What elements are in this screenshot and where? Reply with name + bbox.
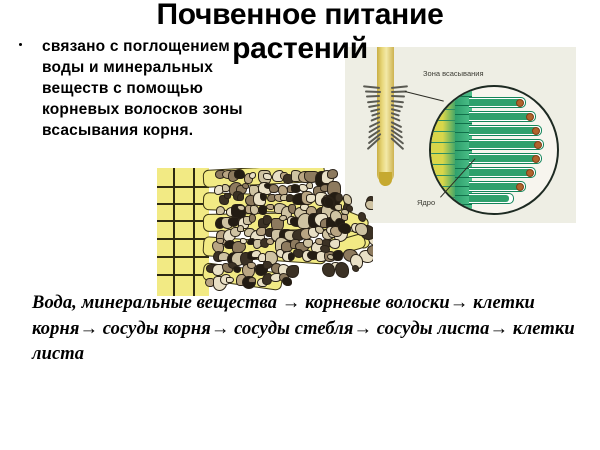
root-hair-nucleus xyxy=(534,140,542,149)
bullet-text: связано с поглощением воды и минеральных… xyxy=(42,38,243,139)
soil-particle xyxy=(306,182,314,189)
soil-particle xyxy=(226,276,234,284)
cortex-cell-border xyxy=(157,220,209,222)
soil-particle xyxy=(335,262,349,278)
bullet-marker-icon xyxy=(19,43,22,46)
soil-particle xyxy=(249,171,257,179)
soil-particle xyxy=(247,276,256,284)
soil-particle xyxy=(285,264,300,278)
cortex-layer xyxy=(431,87,457,213)
root-hair-cell xyxy=(469,139,544,150)
soil-particle xyxy=(287,252,295,261)
page-title: Почвенное питание растений xyxy=(0,0,600,66)
bullet-paragraph: связано с поглощением воды и минеральных… xyxy=(14,36,264,141)
soil-particle xyxy=(215,205,226,215)
cortex-cell-border xyxy=(173,168,175,296)
soil-particle xyxy=(326,169,339,180)
root-hair-nucleus xyxy=(532,126,540,135)
soil-particle xyxy=(255,226,266,237)
soil-particle xyxy=(329,239,341,250)
soil-particle xyxy=(216,237,225,244)
soil-particle xyxy=(237,225,245,232)
soil-particle xyxy=(320,244,330,253)
cortex-cell-border xyxy=(157,203,209,205)
root-hair-cell xyxy=(469,97,526,108)
soil-particle xyxy=(321,263,335,278)
root-hair-lumen xyxy=(469,113,531,120)
soil-particle xyxy=(282,277,292,286)
root-hair-cell xyxy=(469,125,542,136)
soil-particle xyxy=(263,172,272,181)
root-hair-cell xyxy=(469,167,536,178)
label-absorption-zone: Зона всасывания xyxy=(423,69,484,78)
root-hair-fan-right xyxy=(390,85,419,151)
soil-particle xyxy=(265,237,274,246)
root-hair-cell xyxy=(469,193,514,204)
soil-particle xyxy=(266,204,274,211)
root-body xyxy=(377,47,394,183)
cortex-cell-border xyxy=(193,168,195,296)
soil-particle xyxy=(323,196,335,209)
root-cap xyxy=(379,172,392,186)
root-hair-lumen xyxy=(469,141,539,148)
root-hair-cell xyxy=(469,111,536,122)
soil-particle xyxy=(357,212,367,222)
root-hair-nucleus xyxy=(526,168,534,177)
root-hair-lumen xyxy=(469,99,521,106)
label-nucleus: Ядро xyxy=(417,198,436,207)
root-hair-nucleus xyxy=(516,182,524,191)
cortex-cell-border xyxy=(157,186,209,188)
root-cortex-cells xyxy=(157,168,209,296)
transport-chain-text: Вода, минеральные вещества → корневые во… xyxy=(32,293,575,364)
root-hair-lumen xyxy=(469,155,537,162)
root-hair-cell xyxy=(469,181,526,192)
soil-particle xyxy=(335,193,344,202)
soil-particle xyxy=(293,249,303,258)
title-line-1: Почвенное питание xyxy=(156,0,444,31)
soil-particle xyxy=(338,222,352,235)
root-tip-absorption-zone-diagram: Зона всасывания Ядро xyxy=(345,47,576,223)
soil-particle xyxy=(233,265,241,273)
soil-particle xyxy=(230,227,241,238)
soil-particle xyxy=(260,193,268,201)
soil-particle xyxy=(223,193,231,199)
magnified-absorption-zone-circle xyxy=(429,85,559,215)
root-hairs-with-soil-particles-illustration xyxy=(157,168,373,296)
root-hair-lumen xyxy=(469,127,537,134)
root-hair-nucleus xyxy=(532,154,540,163)
soil-particle xyxy=(236,204,245,212)
soil-particle xyxy=(345,204,354,212)
cortex-cell-border xyxy=(157,274,209,276)
root-hair-cell xyxy=(469,153,542,164)
epidermis-layer xyxy=(455,87,472,213)
root-hair-fan-left xyxy=(352,85,381,151)
soil-particle xyxy=(327,254,335,260)
cortex-cell-border xyxy=(157,256,209,258)
soil-particle xyxy=(279,214,288,222)
soil-particle xyxy=(351,265,360,272)
soil-particle xyxy=(255,264,269,277)
root-hair-lumen xyxy=(469,195,509,202)
soil-particle xyxy=(237,193,245,201)
soil-particle xyxy=(227,262,238,270)
soil-particle xyxy=(258,204,268,215)
root-hair-nucleus xyxy=(516,98,524,107)
soil-particle xyxy=(218,195,229,205)
soil-particle xyxy=(365,199,373,211)
cortex-cell-border xyxy=(157,238,209,240)
root-hair-lumen xyxy=(469,183,521,190)
soil-particle xyxy=(239,237,247,244)
title-line-2: растений xyxy=(232,32,368,65)
root-hair-nucleus xyxy=(526,112,534,121)
root-hair-lumen xyxy=(469,169,531,176)
soil-particle xyxy=(248,214,257,223)
